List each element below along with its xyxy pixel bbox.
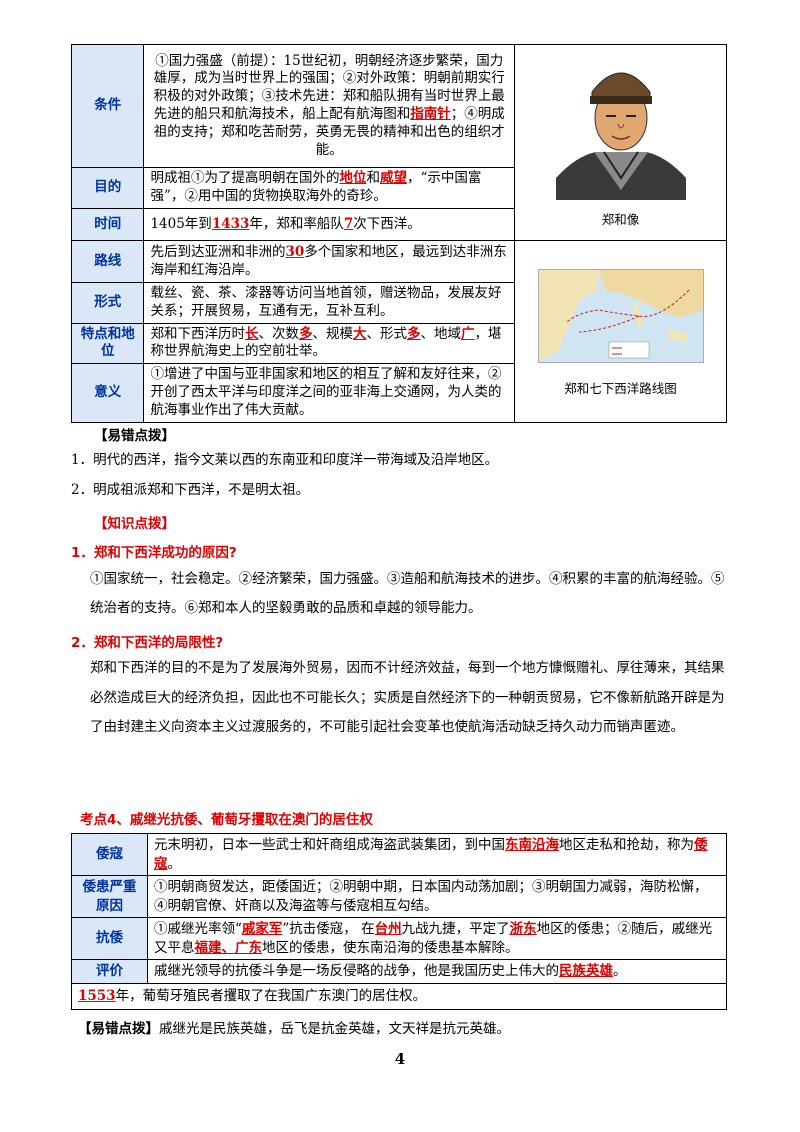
row-content: 元末明初，日本一些武士和奸商组成海盗武装集团，到中国东南沿海地区走私和抢劫，称为… xyxy=(147,833,727,876)
text-segment: 地区的倭患；②随后，戚继光又平息 xyxy=(154,921,713,956)
row-content: 先后到达亚洲和非洲的30多个国家和地区，最远到达非洲东海岸和红海沿岸。 xyxy=(143,240,516,283)
yicuo-item-2: 2．明成祖派郑和下西洋，不是明太祖。 xyxy=(71,482,310,498)
text-segment: ；④明成祖的支持；郑和吃苦耐劳，英勇无畏的精神和出色的组织才能。 xyxy=(153,106,505,158)
row-label: 条件 xyxy=(70,44,145,168)
key-term: 广 xyxy=(460,325,475,342)
key-term: 倭寇 xyxy=(154,837,708,872)
portrait-cell: 郑和像 xyxy=(514,44,727,241)
portrait-caption: 郑和像 xyxy=(601,212,640,228)
row-label: 形式 xyxy=(70,282,145,324)
key-term: 戚家军 xyxy=(241,921,283,938)
zhishi-question-1: 1．郑和下西洋成功的原因? xyxy=(71,545,237,561)
key-term: 地位 xyxy=(339,170,367,187)
text-segment: 多个国家和地区，最远到达非洲东海岸和红海沿岸。 xyxy=(150,243,507,278)
qijiguang-table: 倭寇 元末明初，日本一些武士和奸商组成海盗武装集团，到中国东南沿海地区走私和抢劫… xyxy=(71,833,727,1010)
row-label: 时间 xyxy=(70,208,145,241)
text-segment: 和 xyxy=(366,170,380,187)
zhishi-answer-2: 郑和下西洋的目的不是为了发展海外贸易，因而不计经济效益，每到一个地方慷慨赠礼、厚… xyxy=(90,660,725,735)
text-segment: 、规模 xyxy=(312,325,353,342)
yicuo-item-1: 1．明代的西洋，指今文莱以西的东南亚和印度洋一带海域及沿岸地区。 xyxy=(71,452,499,468)
key-term: 福建、广东 xyxy=(194,939,263,956)
key-term: 大 xyxy=(352,325,367,342)
row-content: 1405年到1433年，郑和率船队7次下西洋。 xyxy=(143,208,516,241)
text-segment: ①戚继光率领“ xyxy=(154,921,242,938)
text-segment: 郑和下西洋历时 xyxy=(150,325,245,342)
text-segment: 、形式 xyxy=(366,325,407,342)
text-segment: 地区的倭患，使东南沿海的倭患基本解除。 xyxy=(262,939,519,956)
text-segment: 载丝、瓷、茶、漆器等访问当地首领，赠送物品，发展友好关系；开展贸易，互通有无，互… xyxy=(150,285,502,319)
voyage-route-map-image xyxy=(537,269,704,364)
text-segment: 年，葡萄牙殖民者攫取了在我国广东澳门的居住权。 xyxy=(115,988,427,1005)
row-content: 明成祖①为了提高明朝在国外的地位和威望，“示中国富强”，②用中国的货物换取海外的… xyxy=(143,167,516,209)
row-content: ①增进了中国与亚非国家和地区的相互了解和友好往来，②开创了西太平洋与印度洋之间的… xyxy=(143,363,516,423)
text-segment: 年，郑和率船队 xyxy=(249,215,344,232)
row-content: ①国力强盛（前提）：15世纪初，明朝经济逐步繁荣，国力雄厚，成为当时世界上的强国… xyxy=(143,44,516,168)
text-segment: 先后到达亚洲和非洲的 xyxy=(150,243,286,260)
row-content: ①明朝商贸发达，距倭国近；②明朝中期，日本国内动荡加剧；③明朝国力减弱，海防松懈… xyxy=(147,875,727,918)
text-segment: 、地域 xyxy=(420,325,461,342)
key-term: 长 xyxy=(244,325,259,342)
key-term: 浙东 xyxy=(509,921,537,938)
text-segment: 戚继光领导的抗倭斗争是一场反侵略的战争，他是我国历史上伟大的 xyxy=(154,963,559,980)
kaodian4-title: 考点4、戚继光抗倭、葡萄牙攫取在澳门的居住权 xyxy=(80,812,373,828)
zhenghe-portrait-image xyxy=(555,72,686,201)
yicuo-text-2: 戚继光是民族英雄，岳飞是抗金英雄，文天祥是抗元英雄。 xyxy=(159,1021,510,1037)
row-label: 目的 xyxy=(70,167,145,209)
text-segment: 元末明初，日本一些武士和奸商组成海盗武装集团，到中国 xyxy=(154,837,505,854)
key-term: 多 xyxy=(298,325,313,342)
macau-row: 1553年，葡萄牙殖民者攫取了在我国广东澳门的居住权。 xyxy=(71,983,727,1010)
key-term: 台州 xyxy=(374,921,402,938)
text-segment: ①明朝商贸发达，距倭国近；②明朝中期，日本国内动荡加剧；③明朝国力减弱，海防松懈… xyxy=(154,879,708,914)
yicuo-heading-2: 【易错点拨】 xyxy=(78,1021,159,1037)
text-segment: 、次数 xyxy=(258,325,299,342)
row-content: 载丝、瓷、茶、漆器等访问当地首领，赠送物品，发展友好关系；开展贸易，互通有无，互… xyxy=(143,282,516,324)
map-cell: 郑和七下西洋路线图 xyxy=(514,240,727,423)
text-segment: 九战九捷，平定了 xyxy=(401,921,510,938)
row-label: 评价 xyxy=(71,959,148,984)
zhishi-question-2: 2．郑和下西洋的局限性? xyxy=(71,635,224,651)
page-number: 4 xyxy=(394,1050,406,1068)
text-segment: 。 xyxy=(613,963,627,980)
text-segment: 明成祖①为了提高明朝在国外的 xyxy=(150,170,340,187)
key-term: 1553 xyxy=(78,988,116,1005)
row-content: ①戚继光率领“戚家军”抗击倭寇， 在台州九战九捷，平定了浙东地区的倭患；②随后，… xyxy=(147,917,727,960)
row-label: 倭患严重原因 xyxy=(71,875,148,918)
text-segment: 地区走私和抢劫，称为 xyxy=(559,837,694,854)
row-content: 郑和下西洋历时长、次数多、规模大、形式多、地域广，堪称世界航海史上的空前壮举。 xyxy=(143,322,516,365)
text-segment: ，“示中国富强”，②用中国的货物换取海外的奇珍。 xyxy=(150,170,482,204)
row-label: 意义 xyxy=(70,363,145,423)
row-label: 路线 xyxy=(70,240,145,283)
yicuo-2: 【易错点拨】戚继光是民族英雄，岳飞是抗金英雄，文天祥是抗元英雄。 xyxy=(78,1019,510,1041)
text-segment: 1405年到 xyxy=(150,215,212,232)
zhishi-answer-1: ①国家统一，社会稳定。②经济繁荣，国力强盛。③造船和航海技术的进步。④积累的丰富… xyxy=(90,571,725,616)
key-term: 30 xyxy=(285,243,305,260)
text-segment: ①增进了中国与亚非国家和地区的相互了解和友好往来，②开创了西太平洋与印度洋之间的… xyxy=(150,366,502,418)
zhishi-heading: 【知识点拨】 xyxy=(94,516,175,532)
text-segment: ①国力强盛（前提）：15世纪初，明朝经济逐步繁荣，国力雄厚，成为当时世界上的强国… xyxy=(153,52,505,122)
key-term: 东南沿海 xyxy=(505,837,559,854)
row-label: 特点和地位 xyxy=(70,322,145,365)
row-content: 戚继光领导的抗倭斗争是一场反侵略的战争，他是我国历史上伟大的民族英雄。 xyxy=(147,959,727,984)
zhenghe-table: 条件 ①国力强盛（前提）：15世纪初，明朝经济逐步繁荣，国力雄厚，成为当时世界上… xyxy=(70,44,727,423)
row-label: 抗倭 xyxy=(71,917,148,960)
key-term: 1433 xyxy=(211,215,250,232)
text-segment: 。 xyxy=(167,855,182,872)
map-caption: 郑和七下西洋路线图 xyxy=(564,381,677,396)
key-term: 多 xyxy=(406,325,421,342)
text-segment: 次下西洋。 xyxy=(353,215,421,232)
key-term: 指南针 xyxy=(410,106,451,122)
key-term: 威望 xyxy=(379,170,407,187)
key-term: 民族英雄 xyxy=(559,963,613,980)
text-segment: ”抗击倭寇， 在 xyxy=(282,921,375,938)
key-term: 7 xyxy=(343,215,354,232)
yicuo-heading-1: 【易错点拨】 xyxy=(94,428,175,444)
text-segment: ，堪称世界航海史上的空前壮举。 xyxy=(150,325,502,360)
row-label: 倭寇 xyxy=(71,833,148,876)
